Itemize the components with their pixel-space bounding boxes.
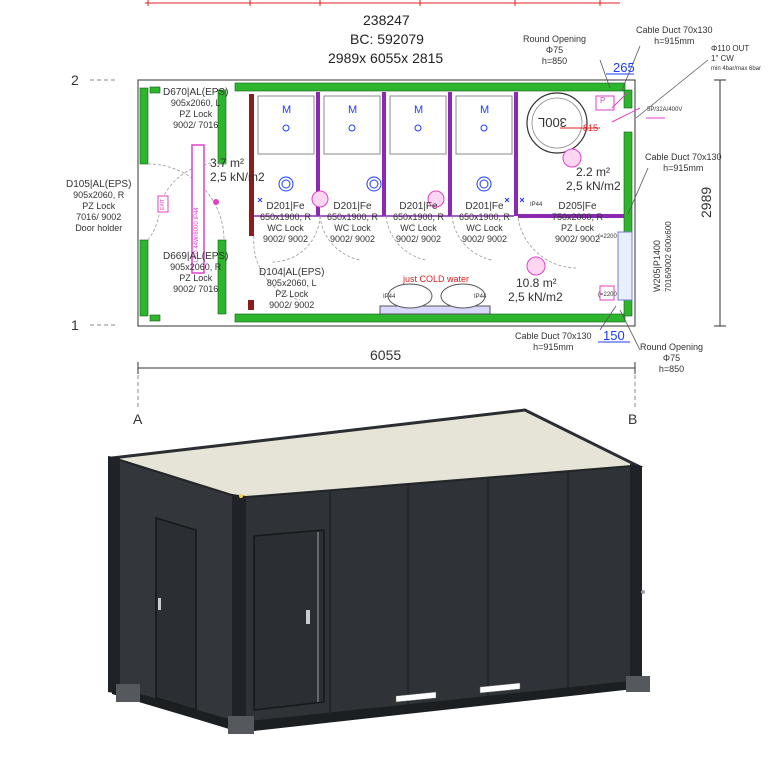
bc-code: BC: 592079	[350, 31, 424, 47]
sensor-height-label: (=2200	[598, 292, 617, 298]
depth-dimension: 2989	[698, 186, 714, 218]
toilet-mark: M	[414, 104, 424, 116]
ip44-label: IP44	[530, 202, 543, 208]
power-spec: 5P/32A/400V	[647, 107, 683, 113]
container-3d	[108, 408, 650, 734]
boiler-label: 300L	[538, 115, 567, 130]
led-strip	[191, 144, 205, 274]
dim-150: 150	[603, 328, 625, 343]
floor-plan	[137, 45, 709, 351]
dim-815: 815	[583, 123, 599, 133]
cable-marker: P	[600, 96, 606, 105]
toilet-mark: M	[348, 104, 358, 116]
top-dimension-ticks	[145, 0, 620, 6]
depth-dimension-line	[714, 79, 726, 327]
axis-label-b: B	[628, 411, 638, 427]
window-color-label: 7016/9002 600x600	[664, 221, 673, 292]
window-label: W205|P1400	[652, 240, 662, 292]
project-id: 238247	[363, 12, 410, 28]
toilet-mark: M	[480, 104, 490, 116]
toilet-mark: M	[282, 104, 292, 116]
ip44-label: IP44	[383, 294, 396, 300]
ip44-label: IP44	[474, 294, 487, 300]
axis-label-a: A	[133, 411, 143, 427]
dim-265: 265	[613, 60, 635, 75]
led-strip-label: LED 44W/8000 IP44	[194, 207, 200, 262]
axis-label-1: 1	[71, 317, 79, 333]
width-dimension-line	[137, 362, 636, 374]
cold-water-note: just COLD water	[403, 274, 470, 284]
axis-guides	[90, 79, 636, 410]
overall-dimensions: 2989x 6055x 2815	[328, 50, 444, 66]
exit-sign-label: EXIT	[160, 198, 166, 210]
width-dimension: 6055	[370, 347, 402, 363]
axis-label-2: 2	[71, 72, 79, 88]
sensor-height-label: (=2200	[598, 234, 617, 240]
